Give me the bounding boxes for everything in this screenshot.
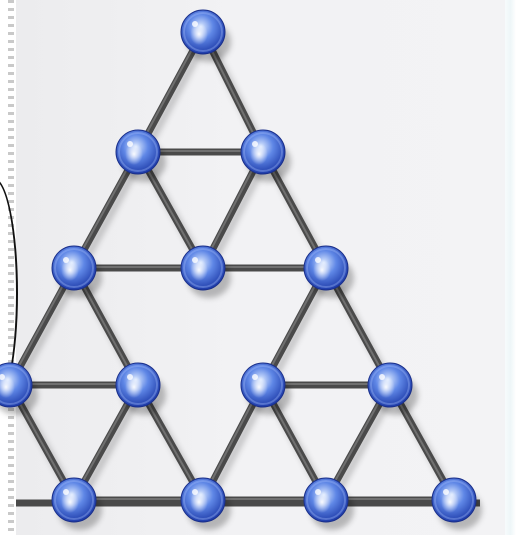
lattice-sphere [304,478,354,530]
lattice-sphere [181,478,231,530]
lattice-sphere [0,363,38,415]
lattice-sphere [432,478,482,530]
lattice-sphere [52,478,102,530]
lattice-sphere [181,246,231,298]
